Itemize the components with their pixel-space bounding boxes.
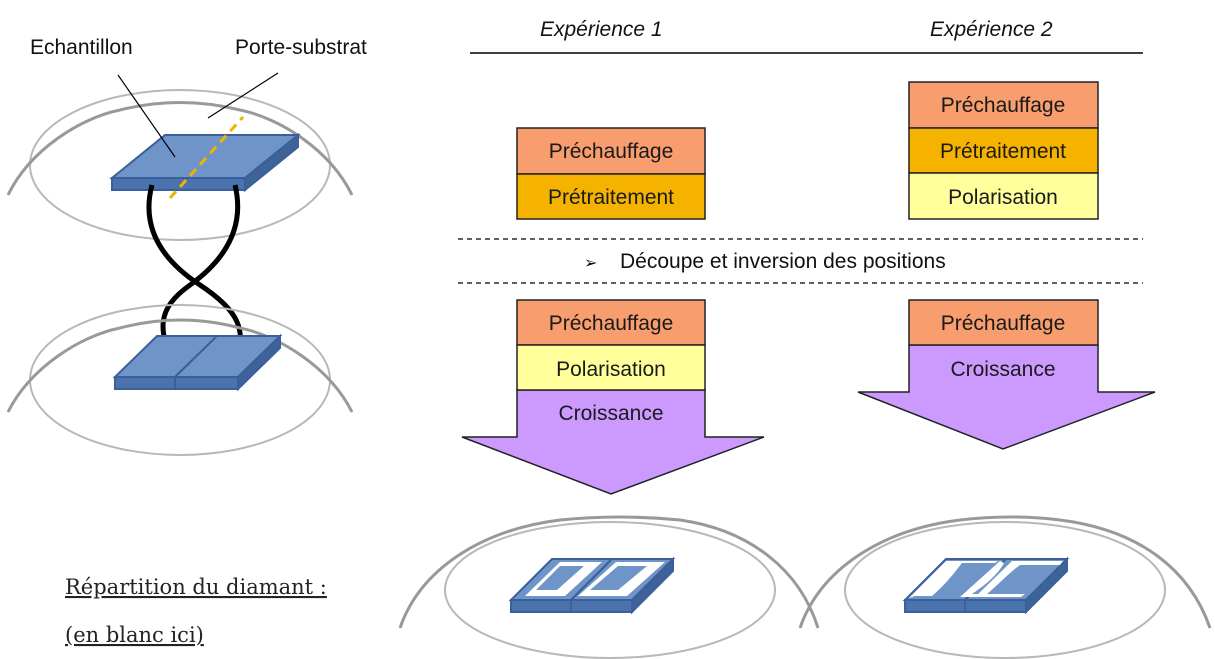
separator-bullet-icon: ➢ — [584, 253, 597, 272]
exp2-growth-label: Croissance — [950, 358, 1055, 381]
exp2-after-step-1: Préchauffage — [941, 312, 1066, 335]
holder-label: Porte-substrat — [235, 36, 367, 59]
swap-arrows — [146, 184, 254, 371]
exp2-before-step-3: Polarisation — [948, 186, 1058, 209]
exp2-before-stack: Préchauffage Prétraitement Polarisation — [908, 81, 1099, 220]
exp1-growth-arrow — [461, 389, 765, 495]
exp1-growth-label: Croissance — [558, 402, 663, 425]
sample-cut — [112, 333, 283, 392]
holder-top — [6, 89, 354, 241]
exp2-before-step-2: Prétraitement — [940, 140, 1066, 163]
distribution-note: (en blanc ici) — [65, 623, 204, 647]
distribution-label: Répartition du diamant : — [65, 575, 327, 599]
exp1-before-step-2: Prétraitement — [548, 186, 674, 209]
sample-whole — [109, 115, 301, 200]
exp2-growth-arrow — [857, 344, 1156, 450]
exp1-before-step-1: Préchauffage — [549, 140, 674, 163]
sample-label: Echantillon — [30, 36, 133, 59]
exp2-title: Expérience 2 — [930, 18, 1053, 41]
exp1-after-step-2: Polarisation — [556, 358, 666, 381]
holder-bottom — [6, 304, 354, 456]
result-exp2 — [798, 515, 1212, 659]
exp1-after-step-1: Préchauffage — [549, 312, 674, 335]
exp1-before-stack: Préchauffage Prétraitement — [516, 127, 706, 220]
exp2-before-step-1: Préchauffage — [941, 94, 1066, 117]
exp1-after-stack: Croissance Préchauffage Polarisation — [461, 299, 765, 495]
separator-text: Découpe et inversion des positions — [620, 250, 946, 273]
cut-line — [168, 115, 245, 200]
result-exp1 — [398, 515, 820, 659]
exp1-title: Expérience 1 — [540, 18, 663, 41]
exp2-after-stack: Croissance Préchauffage — [857, 299, 1156, 450]
